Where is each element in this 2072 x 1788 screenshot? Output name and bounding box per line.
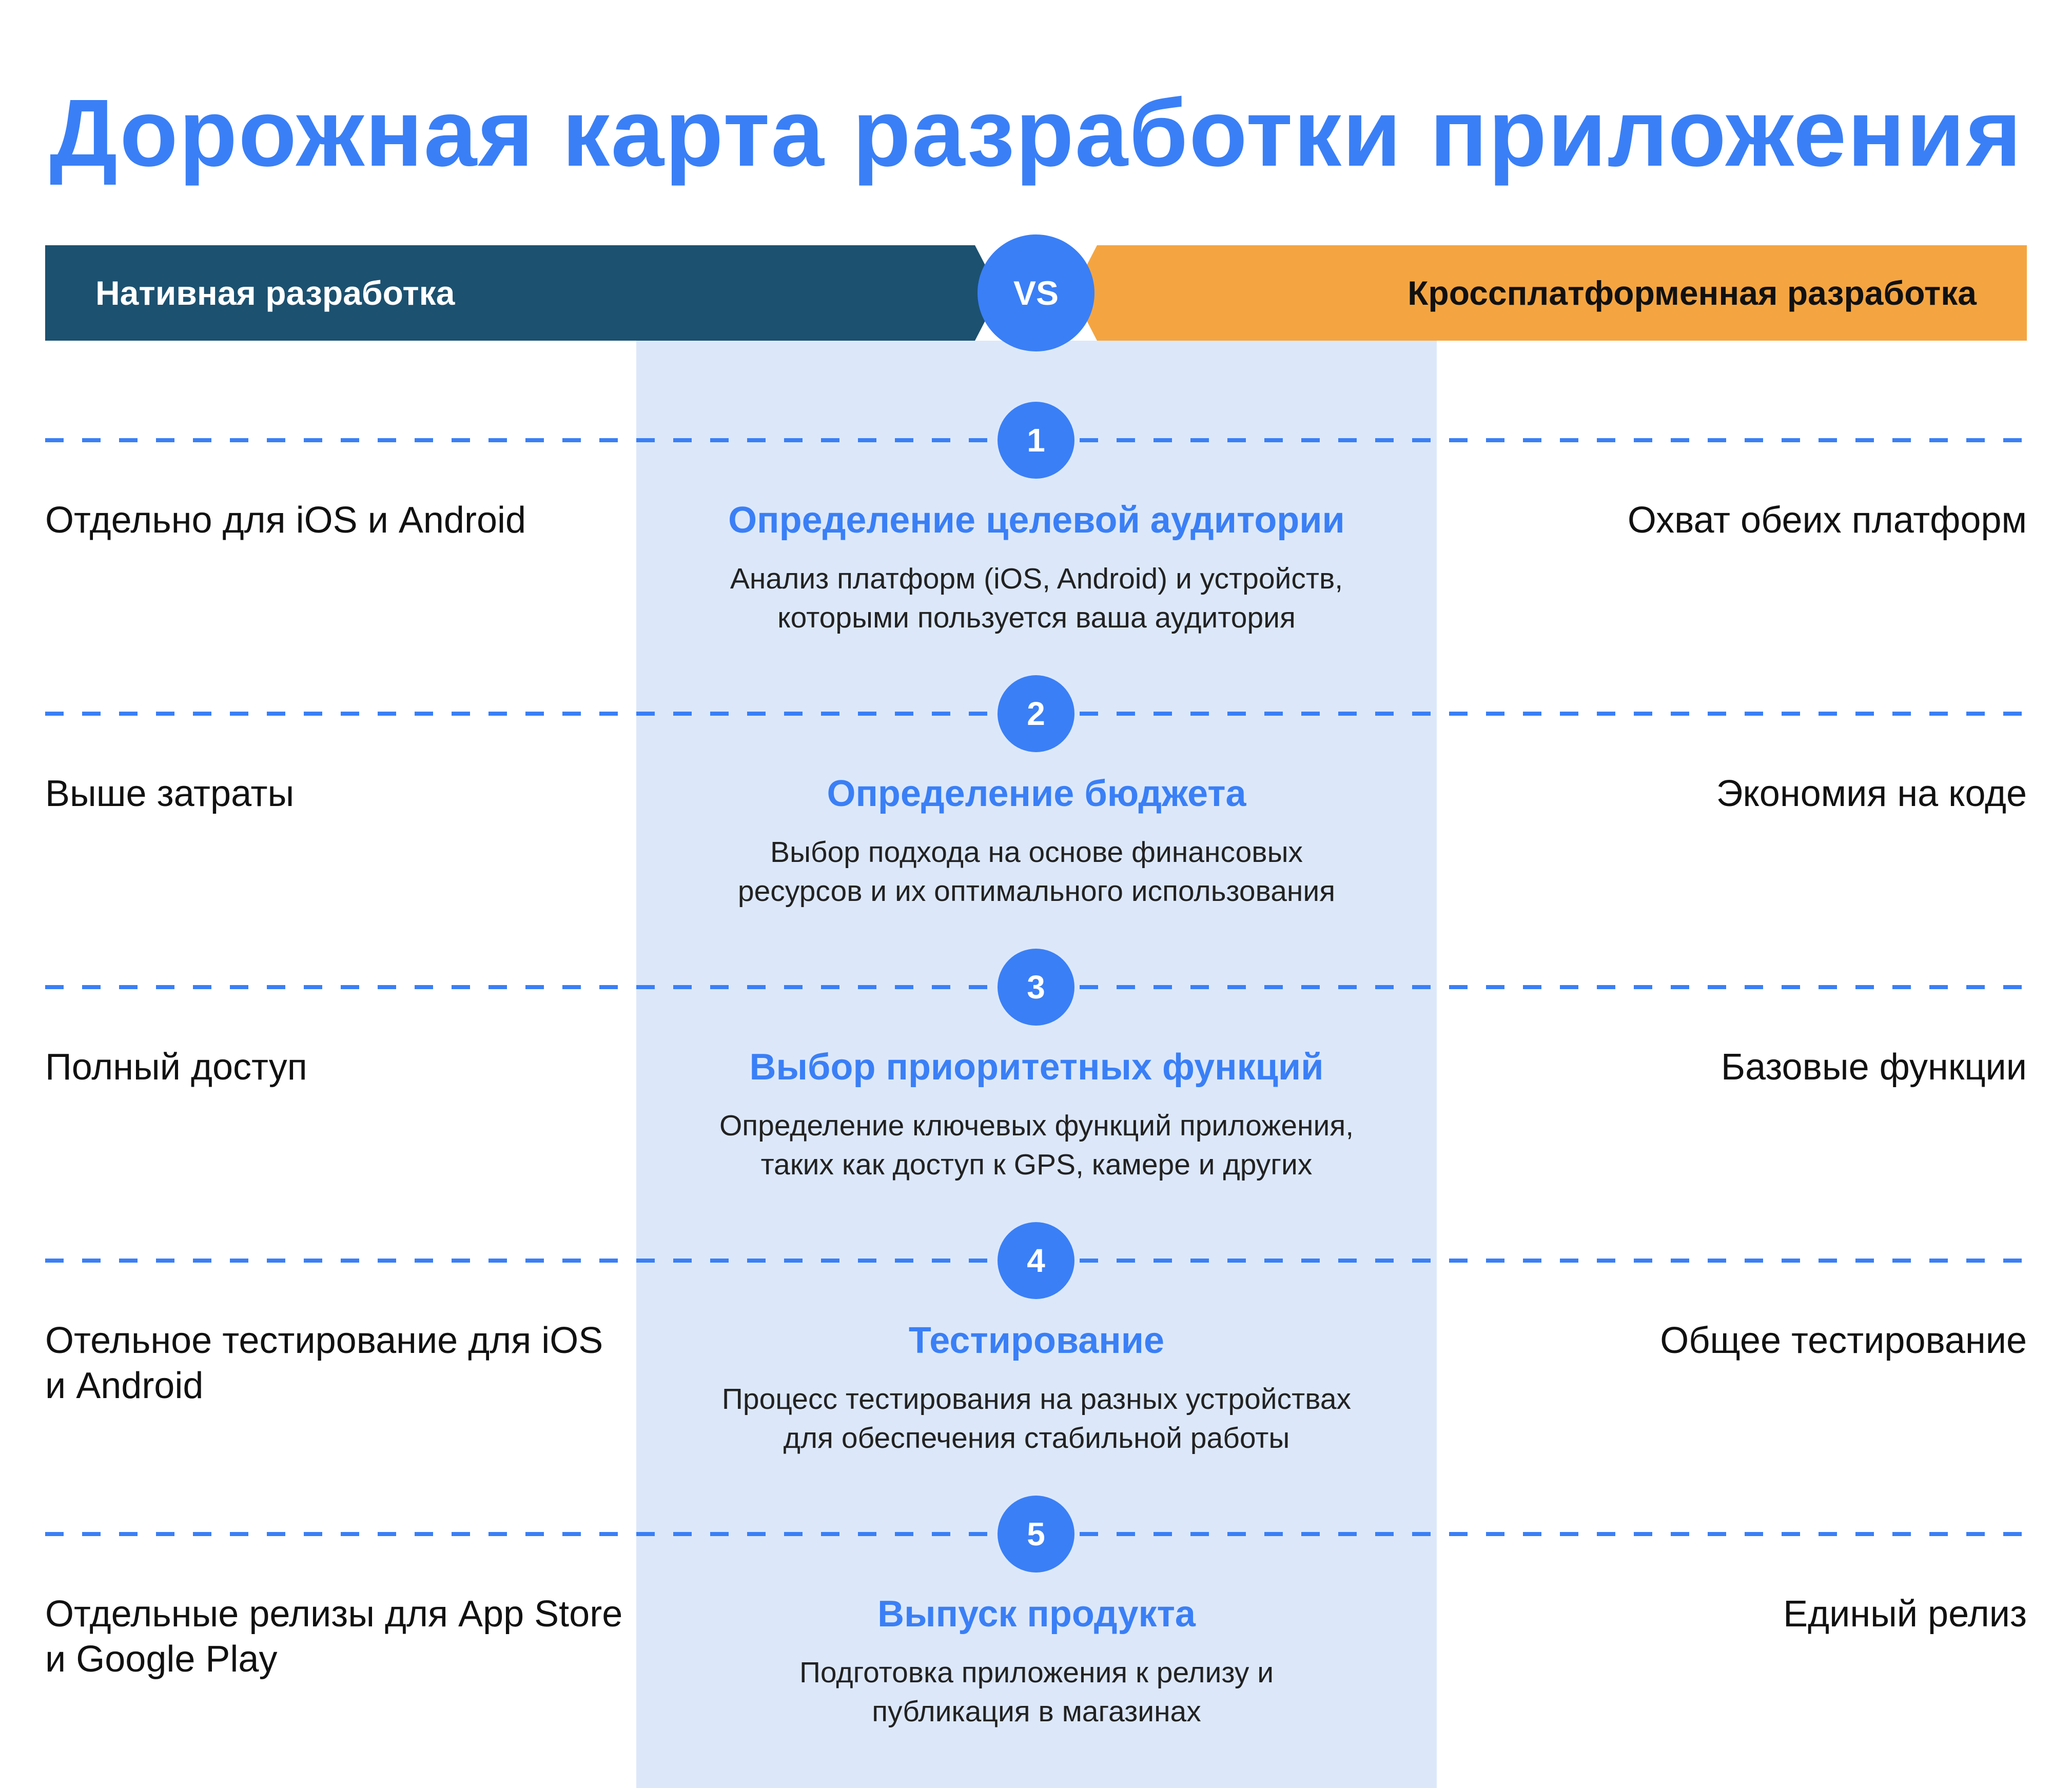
step-description-line: которыми пользуется ваша аудитория	[777, 601, 1296, 634]
native-development-label: Нативная разработка	[95, 274, 455, 312]
step-number-badge-4: 4	[998, 1222, 1074, 1299]
step-description-5: Подготовка приложения к релизу и публика…	[636, 1653, 1437, 1731]
step-description-line: Определение ключевых функций приложения,	[719, 1109, 1354, 1142]
step-title-1: Определение целевой аудитории	[728, 500, 1345, 541]
cross-platform-banner: Кроссплатформенная разработка	[1072, 245, 2027, 341]
step-description-line: Подготовка приложения к релизу и	[799, 1656, 1274, 1689]
step-description-4: Процесс тестирования на разных устройств…	[636, 1380, 1437, 1458]
step-number-badge-5: 5	[998, 1496, 1074, 1573]
cross-note-3: Базовые функции	[1721, 1047, 2027, 1088]
step-description-line: таких как доступ к GPS, камере и других	[760, 1148, 1313, 1181]
step-description-line: Анализ платформ (iOS, Android) и устройс…	[730, 562, 1343, 595]
step-description-2: Выбор подхода на основе финансовых ресур…	[636, 833, 1437, 911]
vs-badge: VS	[978, 234, 1094, 351]
step-description-3: Определение ключевых функций приложения,…	[636, 1106, 1437, 1184]
cross-note-5: Единый релиз	[1783, 1594, 2027, 1635]
cross-platform-label: Кроссплатформенная разработка	[1408, 274, 1977, 312]
cross-note-2: Экономия на коде	[1716, 773, 2027, 814]
native-note-4: Отельное тестирование для iOS и Android	[45, 1320, 603, 1406]
step-title-5: Выпуск продукта	[877, 1594, 1196, 1635]
step-description-line: Процесс тестирования на разных устройств…	[721, 1383, 1352, 1416]
step-title-4: Тестирование	[908, 1320, 1165, 1361]
step-number-badge-2: 2	[998, 675, 1074, 752]
page-title: Дорожная карта разработки приложения	[49, 80, 2023, 186]
step-title-3: Выбор приоритетных функций	[749, 1047, 1324, 1088]
step-description-1: Анализ платформ (iOS, Android) и устройс…	[636, 559, 1437, 637]
step-description-line: для обеспечения стабильной работы	[783, 1422, 1290, 1455]
step-title-2: Определение бюджета	[827, 773, 1246, 814]
native-note-3: Полный доступ	[45, 1047, 307, 1088]
step-description-line: Выбор подхода на основе финансовых	[770, 836, 1303, 869]
step-number-badge-3: 3	[998, 949, 1074, 1026]
native-note-1: Отдельно для iOS и Android	[45, 500, 526, 541]
step-description-line: ресурсов и их оптимального использования	[737, 875, 1336, 908]
native-note-2: Выше затраты	[45, 773, 295, 814]
step-description-line: публикация в магазинах	[872, 1695, 1201, 1728]
native-note-5: Отдельные релизы для App Store и Google …	[45, 1594, 623, 1680]
step-number-badge-1: 1	[998, 402, 1074, 479]
native-development-banner: Нативная разработка	[45, 245, 1000, 341]
cross-note-4: Общее тестирование	[1660, 1320, 2027, 1361]
cross-note-1: Охват обеих платформ	[1627, 500, 2027, 541]
